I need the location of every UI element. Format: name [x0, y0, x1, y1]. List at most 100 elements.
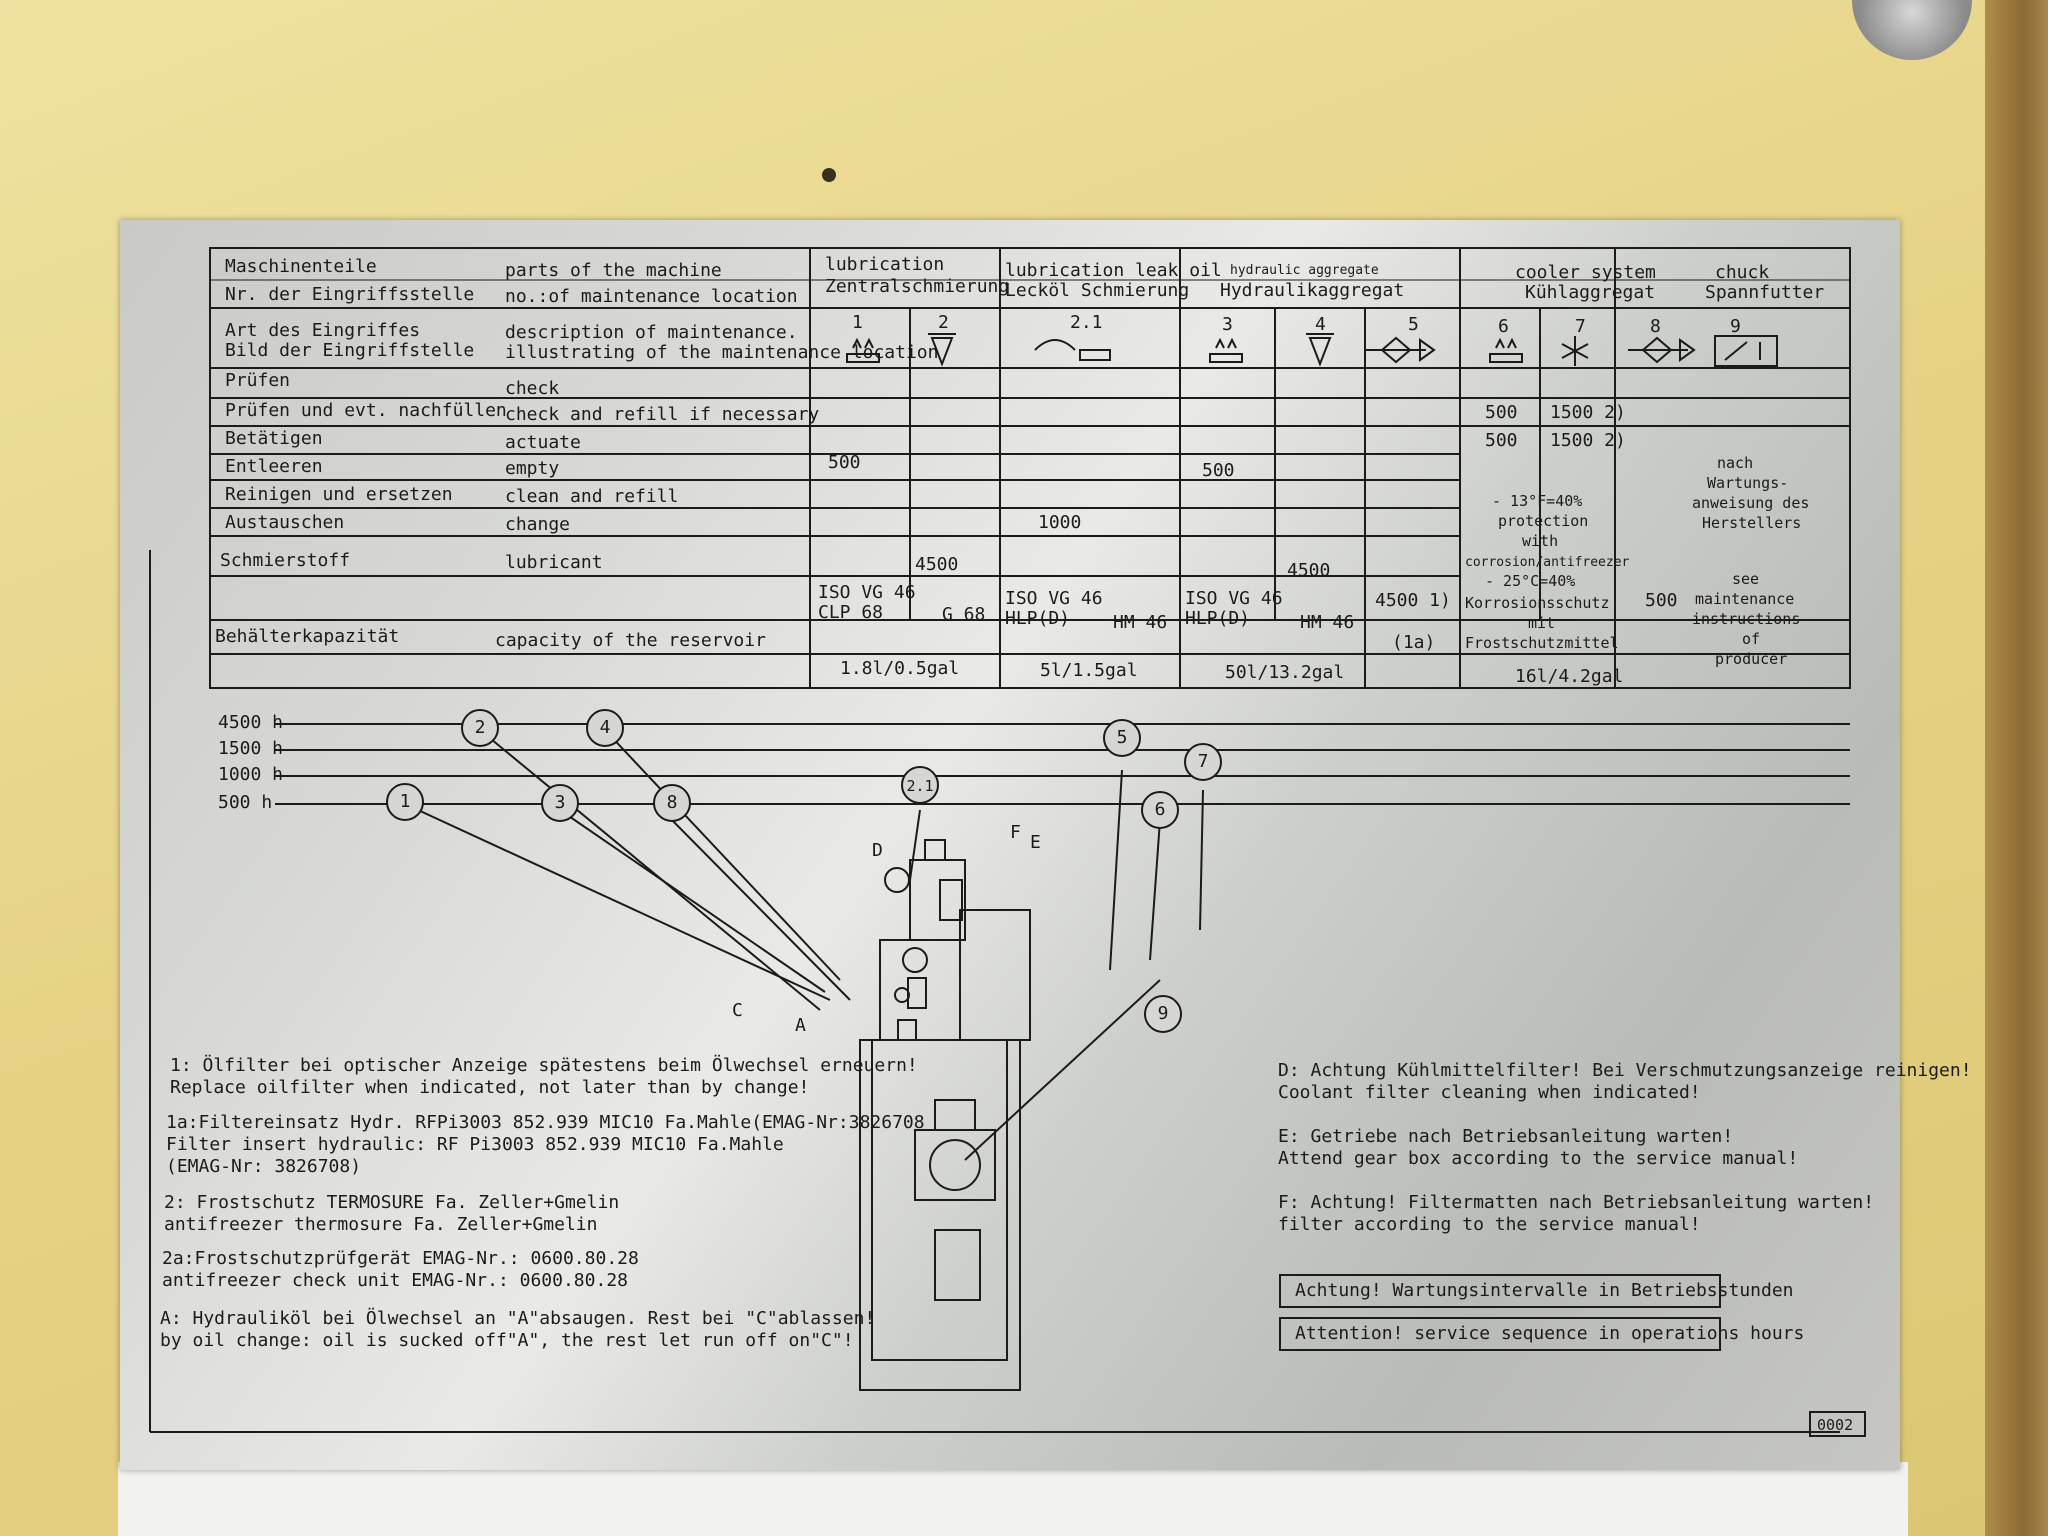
check-oil-icon	[846, 337, 880, 363]
header-kind-de-2: Bild der Eingriffstelle	[225, 340, 475, 361]
chuck-note-de-3: Herstellers	[1702, 514, 1802, 532]
row-actuate-de: Betätigen	[225, 428, 323, 449]
location-1: 1	[852, 312, 863, 333]
callout-circle-7	[1184, 743, 1222, 781]
snowflake-icon	[1561, 336, 1589, 366]
callout-3: 3	[554, 792, 566, 813]
note-right-2: E: Getriebe nach Betriebsanleitung warte…	[1278, 1126, 1734, 1147]
row-lubricant-en: lubricant	[505, 552, 603, 573]
note-left-10: by oil change: oil is sucked off"A", the…	[160, 1330, 854, 1351]
banner-de: Achtung! Wartungsintervalle in Betriebss…	[1295, 1280, 1794, 1301]
header-kind-en-2: illustrating of the maintenance location	[505, 342, 939, 363]
value-refill-1: 500	[828, 452, 861, 473]
filter-change-icon	[928, 333, 956, 367]
chuck-grease-icon	[1714, 335, 1778, 367]
interval-1000: 1000 h	[218, 764, 284, 785]
filter-icon	[1628, 336, 1696, 364]
interval-1500: 1500 h	[218, 738, 284, 759]
row-capacity-de: Behälterkapazität	[215, 626, 400, 647]
location-8: 8	[1650, 316, 1661, 337]
callout-circle-6	[1141, 791, 1179, 829]
callout-circle-3	[541, 784, 579, 822]
value-lub-5: (1a)	[1392, 632, 1436, 653]
chuck-note-en-4: producer	[1715, 650, 1788, 668]
value-lub-3b: HLP(D)	[1185, 608, 1251, 629]
group-leak-de: Lecköl Schmierung	[1005, 280, 1190, 301]
cooler-note-6: mit	[1528, 614, 1556, 632]
location-5: 5	[1408, 314, 1419, 335]
row-empty-de: Entleeren	[225, 456, 323, 477]
value-change-5: 4500 1)	[1375, 590, 1451, 611]
letter-a: A	[795, 1015, 806, 1036]
header-parts-en: parts of the machine	[505, 260, 722, 281]
location-21: 2.1	[1070, 312, 1103, 333]
machine-base	[859, 1039, 1021, 1391]
value-cap-3: 50l/13.2gal	[1225, 662, 1345, 683]
group-cooler-en: cooler system	[1515, 262, 1656, 283]
chuck-note-en-3: of	[1742, 630, 1761, 648]
row-refill-de: Prüfen und evt. nachfüllen	[225, 400, 507, 421]
value-lub-21a: ISO VG 46	[1005, 588, 1103, 609]
callout-circle-2	[461, 709, 499, 747]
plate-code: 0002	[1817, 1416, 1854, 1434]
note-left-6: antifreezer thermosure Fa. Zeller+Gmelin	[164, 1214, 598, 1235]
header-location-en: no.:of maintenance location	[505, 286, 798, 307]
callout-4: 4	[599, 717, 611, 738]
cooler-note-2: with	[1522, 532, 1559, 550]
chuck-note-en-0: see	[1732, 570, 1760, 588]
group-chuck-en: chuck	[1715, 262, 1770, 283]
screw-hole	[822, 168, 836, 182]
callout-circle-21	[901, 766, 939, 804]
location-2: 2	[938, 312, 949, 333]
group-hydraulic-de: Hydraulikaggregat	[1220, 280, 1405, 301]
wooden-edge	[1985, 0, 2048, 1536]
group-cooler-de: Kühlaggregat	[1525, 282, 1656, 303]
letter-e: E	[1030, 832, 1041, 853]
callout-circle-8	[653, 784, 691, 822]
cooler-note-5: Korrosionsschutz	[1465, 594, 1610, 612]
interval-4500: 4500 h	[218, 712, 284, 733]
value-lub-4: HM 46	[1300, 612, 1355, 633]
value-cap-1: 1.8l/0.5gal	[840, 658, 960, 679]
letter-d: D	[872, 840, 883, 861]
header-parts-de: Maschinenteile	[225, 256, 377, 277]
group-hydraulic-en: hydraulic aggregate	[1230, 263, 1379, 278]
note-left-9: A: Hydrauliköl bei Ölwechsel an "A"absau…	[160, 1308, 876, 1329]
row-clean-en: clean and refill	[505, 486, 679, 507]
row-actuate-en: actuate	[505, 432, 581, 453]
callout-6: 6	[1154, 799, 1166, 820]
callout-1: 1	[399, 791, 411, 812]
chuck-note-de-2: anweisung des	[1692, 494, 1810, 512]
cooler-note-4: - 25°C=40%	[1485, 572, 1576, 590]
plate-linework	[149, 247, 1866, 1437]
callout-circle-9	[1144, 995, 1182, 1033]
value-check-6: 500	[1485, 402, 1518, 423]
value-clean-4: 4500	[1287, 560, 1331, 581]
note-left-1: Replace oilfilter when indicated, not la…	[170, 1077, 810, 1098]
leak-oil-icon	[1034, 339, 1111, 361]
maintenance-icons	[846, 333, 1778, 367]
chuck-note-de-1: Wartungs-	[1707, 474, 1789, 492]
check-coolant-icon	[1489, 337, 1523, 363]
row-lubricant-de: Schmierstoff	[220, 550, 351, 571]
table-border	[209, 247, 1851, 689]
group-lubrication-de: Zentralschmierung	[825, 276, 1010, 297]
note-left-5: 2: Frostschutz TERMOSURE Fa. Zeller+Gmel…	[164, 1192, 620, 1213]
note-left-7: 2a:Frostschutzprüfgerät EMAG-Nr.: 0600.8…	[162, 1248, 639, 1269]
header-kind-en-1: description of maintenance.	[505, 322, 798, 343]
note-right-5: filter according to the service manual!	[1278, 1214, 1701, 1235]
value-lub-2: G 68	[942, 604, 986, 625]
note-left-3: Filter insert hydraulic: RF Pi3003 852.9…	[166, 1134, 784, 1155]
note-left-8: antifreezer check unit EMAG-Nr.: 0600.80…	[162, 1270, 628, 1291]
header-kind-de-1: Art des Eingriffes	[225, 320, 421, 341]
value-refill-6: 500	[1485, 430, 1518, 451]
location-7: 7	[1575, 316, 1586, 337]
chuck-note-de-0: nach	[1717, 454, 1754, 472]
row-change-de: Austauschen	[225, 512, 345, 533]
row-change-en: change	[505, 514, 571, 535]
letter-f: F	[1010, 822, 1021, 843]
chuck-note-en-1: maintenance	[1695, 590, 1795, 608]
value-check-7: 1500 2)	[1550, 402, 1626, 423]
note-right-4: F: Achtung! Filtermatten nach Betriebsan…	[1278, 1192, 1875, 1213]
location-9: 9	[1730, 316, 1741, 337]
